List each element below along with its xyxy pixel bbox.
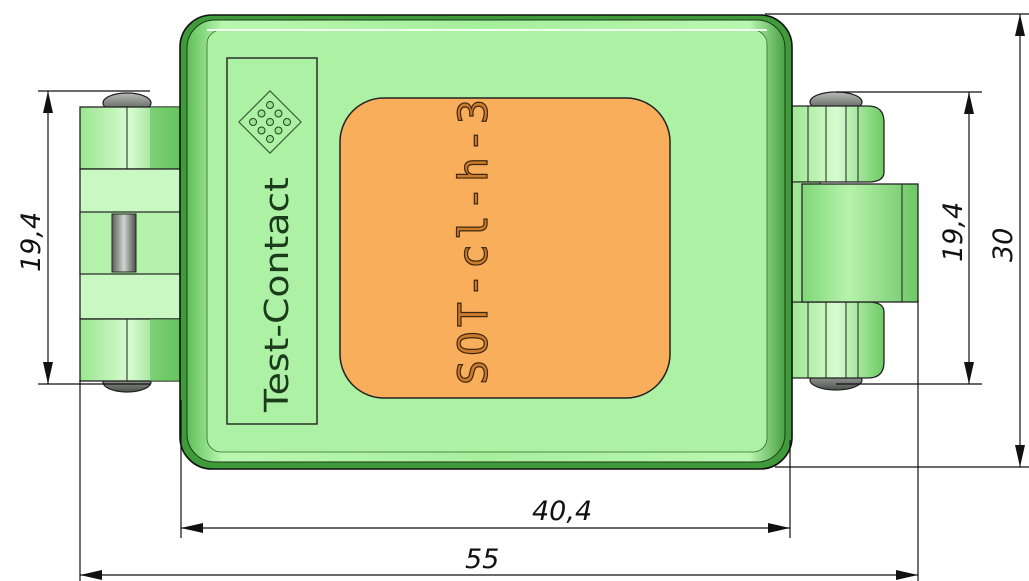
- brand-label: Test-Contact: [257, 177, 296, 413]
- dim-width-total: 55: [465, 544, 499, 575]
- dimension-lines: [38, 13, 1029, 581]
- dim-width-body: 40,4: [532, 496, 592, 527]
- dim-height-total: 30: [988, 228, 1019, 262]
- model-label: SOT-cl-h-3: [451, 95, 497, 385]
- right-latch: [789, 91, 919, 391]
- model-window: [339, 97, 671, 399]
- dim-height-left: 19,4: [16, 212, 47, 272]
- logo-icon: [238, 90, 302, 154]
- brand-panel: [226, 57, 318, 425]
- dimension-arrows: [43, 14, 1025, 580]
- dim-height-right: 19,4: [938, 202, 969, 262]
- socket-body: Test-Contact SOT-cl-h-3: [179, 14, 793, 470]
